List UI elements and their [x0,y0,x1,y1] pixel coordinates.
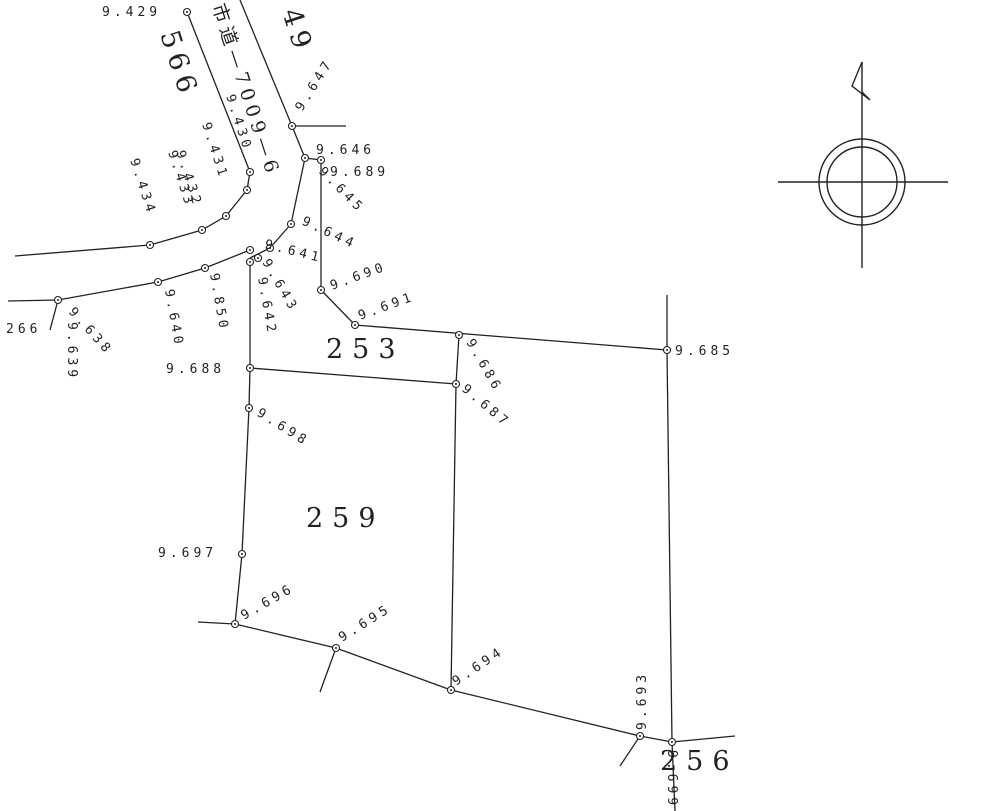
point-marker [451,379,461,389]
label-9-646: 9.646 [316,143,375,158]
road-number-266: 266 [6,322,41,337]
point-marker [265,243,275,253]
point-marker [446,685,456,695]
point-marker [245,167,255,177]
point-marker [53,295,63,305]
point-marker [667,737,677,747]
point-marker [286,219,296,229]
label-9-640: 9.640 [161,288,186,349]
point-marker [200,263,210,273]
boundary-lines [7,0,736,811]
point-marker [153,277,163,287]
north-arrow-icon [778,61,948,268]
label-9-691: 9.691 [356,289,417,323]
lot-253: 253 [326,334,405,365]
label-9-698: 9.698 [254,406,312,450]
point-marker [230,619,240,629]
label-9-434: 9.434 [126,157,159,218]
label-9-639: 9.639 [64,322,79,381]
lot-numbers: 253 259 256 [306,334,739,777]
point-marker [300,153,310,163]
road-number-49: 49 [275,5,319,59]
survey-points [53,7,677,747]
point-marker [237,549,247,559]
point-marker [316,155,326,165]
point-marker [244,403,254,413]
label-9-685: 9.685 [675,344,734,359]
label-9-431: 9.431 [198,121,231,182]
point-marker [197,225,207,235]
label-9-850: 9.850 [206,272,231,333]
point-marker [662,345,672,355]
label-9-429: 9.429 [102,5,161,20]
point-marker [350,320,360,330]
label-9-697: 9.697 [158,546,217,561]
point-marker [316,285,326,295]
label-9-695: 9.695 [336,601,394,645]
point-marker [245,245,255,255]
point-marker [287,121,297,131]
point-labels: 9.429 9.430 9.431 9.432 9.433 9.434 9.64… [64,5,734,809]
point-marker [182,7,192,17]
lot-259: 259 [306,503,385,534]
label-9-687: 9.687 [458,382,513,432]
point-marker [635,731,645,741]
lot-256: 256 [660,746,739,777]
label-9-689: 9.689 [330,165,389,180]
point-marker [331,643,341,653]
point-marker [145,240,155,250]
label-9-690: 9.690 [328,259,389,293]
point-marker [242,185,252,195]
point-marker [245,257,255,267]
label-9-699: 9.699 [664,750,679,809]
label-9-696: 9.696 [239,581,298,624]
point-marker [221,211,231,221]
label-9-688: 9.688 [166,362,225,377]
label-9-647: 9.647 [293,56,337,114]
point-marker [454,330,464,340]
label-9-693: 9.693 [635,671,650,730]
point-marker [245,363,255,373]
label-9-694: 9.694 [450,644,507,690]
point-marker [253,253,263,263]
